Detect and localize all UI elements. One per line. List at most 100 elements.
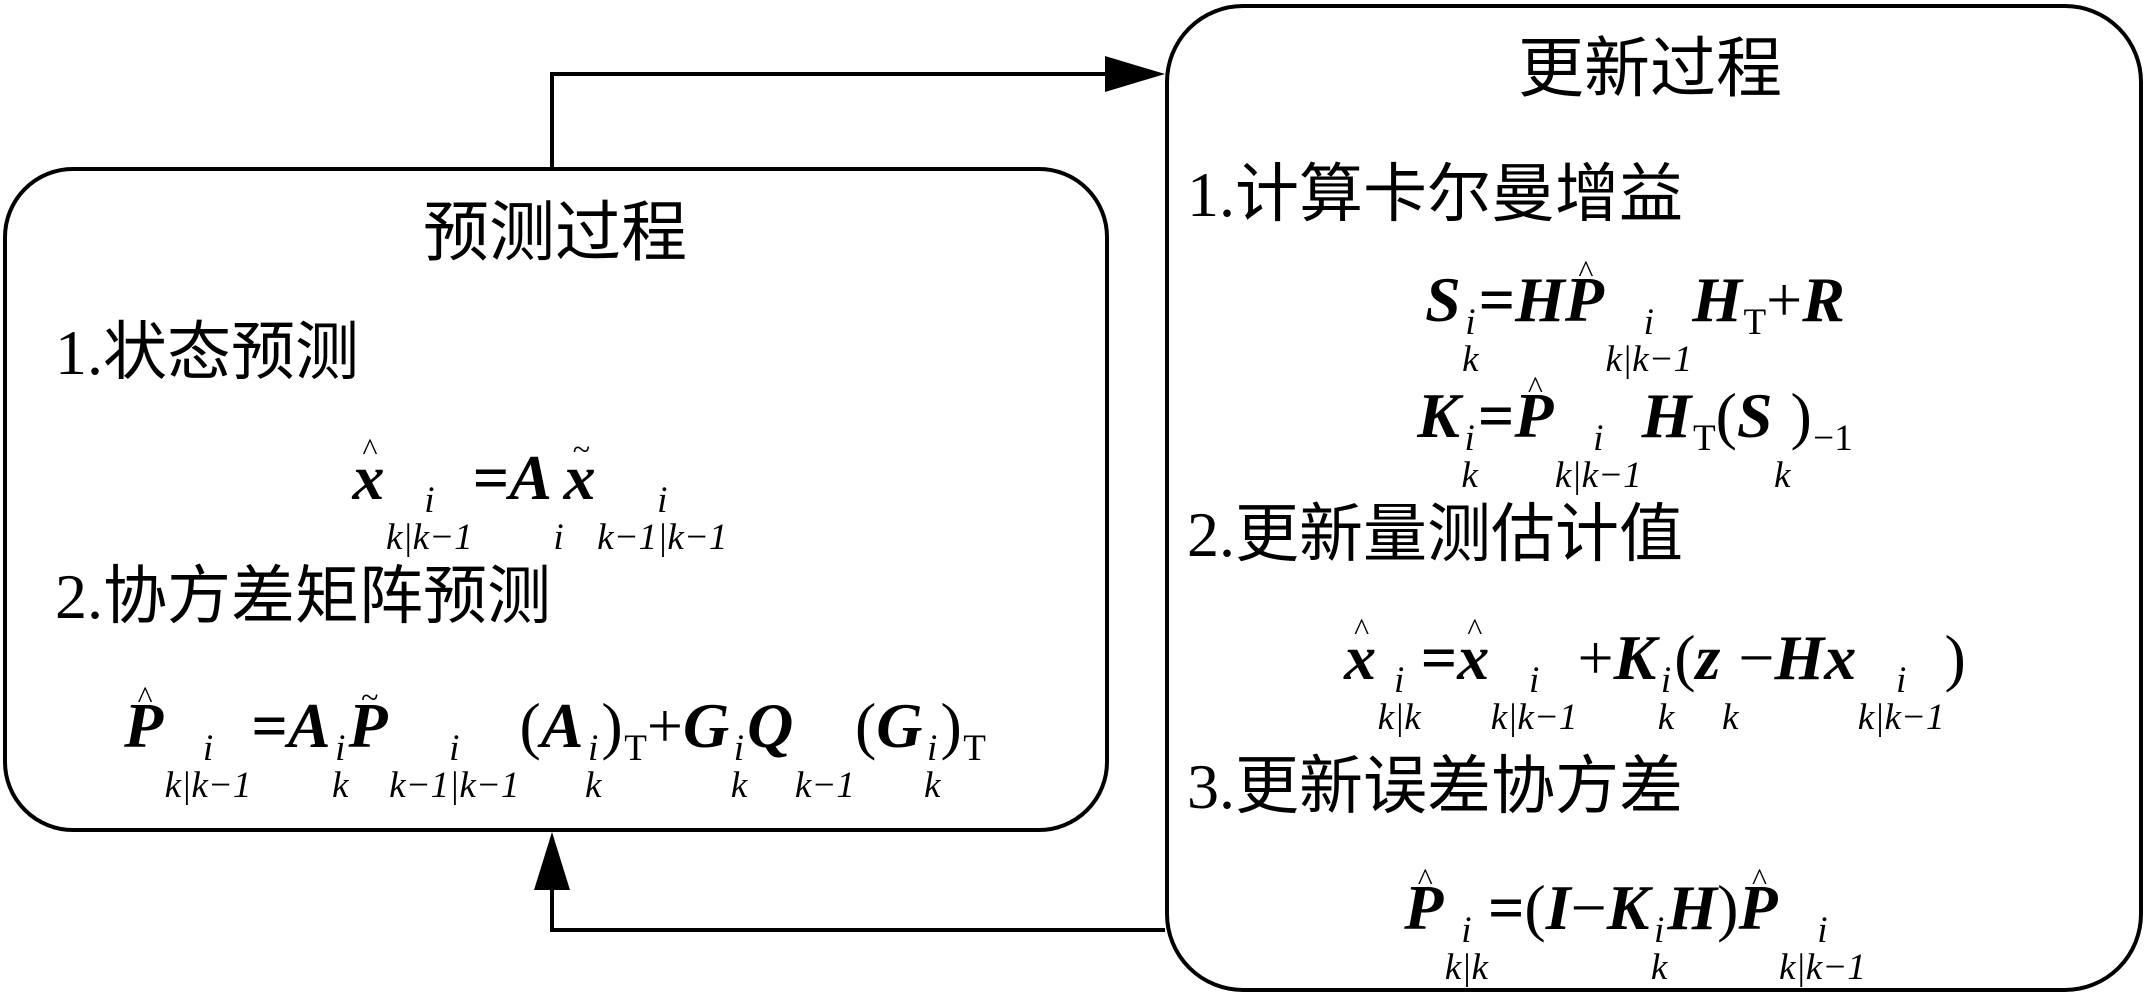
formula-operator: ) — [1944, 622, 1966, 693]
formula-symbol: G — [682, 690, 730, 761]
formula-symbol: P~ — [348, 678, 388, 761]
formula-term: H — [1515, 268, 1565, 332]
formula-symbol: H — [1774, 622, 1825, 693]
formula-term: − — [1571, 876, 1607, 940]
formula-operator: ( — [1674, 622, 1696, 693]
formula-symbol: H — [1515, 264, 1565, 335]
superscript: i — [1464, 418, 1475, 460]
subscript: k|k−1 — [1857, 696, 1945, 738]
formula-symbol: K — [1417, 380, 1460, 451]
hat-accent: ^ — [1354, 610, 1370, 647]
formula-term: S k — [1736, 380, 1791, 495]
formula-term: = — [251, 694, 287, 758]
subscript — [1813, 459, 1852, 492]
hat-accent: ^ — [137, 678, 153, 715]
formula-operator: = — [1478, 264, 1516, 335]
superscript: i — [733, 728, 745, 770]
formula-scripts: T — [1743, 302, 1767, 376]
formula-term: = — [1421, 626, 1457, 690]
formula-symbol: x~ — [563, 430, 596, 513]
formula-operator: ( — [519, 690, 541, 761]
formula-term: )−1 — [1790, 384, 1852, 492]
formula-term: H — [1667, 876, 1717, 940]
superscript: i — [449, 728, 460, 770]
superscript: i — [1461, 910, 1472, 952]
formula-operator: = — [472, 442, 510, 513]
formula-term: − — [1738, 626, 1774, 690]
formula-term: + — [647, 694, 683, 758]
subscript: k — [1461, 454, 1478, 496]
formula-operator: ( — [854, 690, 877, 761]
subscript: k — [584, 764, 602, 806]
hat-accent: ^ — [1578, 252, 1594, 289]
superscript: i — [335, 728, 346, 770]
subscript: k−1|k−1 — [389, 764, 520, 806]
subscript: k — [332, 764, 349, 806]
superscript: i — [588, 728, 599, 770]
formula-symbol: H — [1692, 264, 1742, 335]
formula-term: )T — [601, 694, 646, 802]
subscript: i — [553, 516, 564, 558]
subscript: k−1|k−1 — [597, 516, 728, 558]
formula-symbol: P^ — [124, 678, 164, 761]
formula-symbol: P^ — [1514, 368, 1554, 451]
subscript: k|k−1 — [1490, 696, 1578, 738]
formula-scripts: k — [1774, 422, 1790, 494]
step-kalman-gain: 1.计算卡尔曼增益 — [1187, 159, 1683, 230]
superscript: i — [1593, 418, 1604, 460]
update-title: 更新过程 — [1518, 33, 1782, 106]
formula-term: = — [473, 446, 509, 510]
formula-symbol: A — [540, 690, 584, 761]
step-update-covariance: 3.更新误差协方差 — [1187, 751, 1683, 822]
formula-term: ( — [1674, 626, 1695, 690]
formula-symbol: S — [1736, 380, 1773, 451]
subscript: k|k — [1444, 946, 1488, 988]
subscript: k — [1657, 696, 1675, 738]
subscript: k|k — [1377, 696, 1421, 738]
superscript: T — [1743, 302, 1767, 344]
formula-term: ( — [1716, 384, 1737, 448]
formula-term: Q k−1 — [747, 694, 855, 805]
superscript: i — [424, 480, 435, 522]
hat-accent: ^ — [1527, 368, 1543, 405]
formula-symbol: z — [1695, 622, 1721, 693]
formula-term: ( — [855, 694, 876, 758]
formula-term: + — [1766, 268, 1802, 332]
formula-operator: = — [251, 690, 288, 761]
superscript: T — [963, 728, 986, 770]
superscript: i — [927, 728, 938, 770]
subscript: k — [923, 764, 941, 806]
update-process-box — [1165, 4, 2143, 992]
subscript — [624, 769, 647, 802]
superscript: i — [202, 728, 214, 770]
formula-operator: + — [1766, 264, 1803, 335]
formula-term: ) — [1945, 626, 1966, 690]
subscript: k|k−1 — [385, 516, 473, 558]
formula-symbol: H — [1641, 380, 1692, 451]
formula-scripts: T — [624, 730, 647, 802]
superscript: i — [1653, 910, 1665, 952]
